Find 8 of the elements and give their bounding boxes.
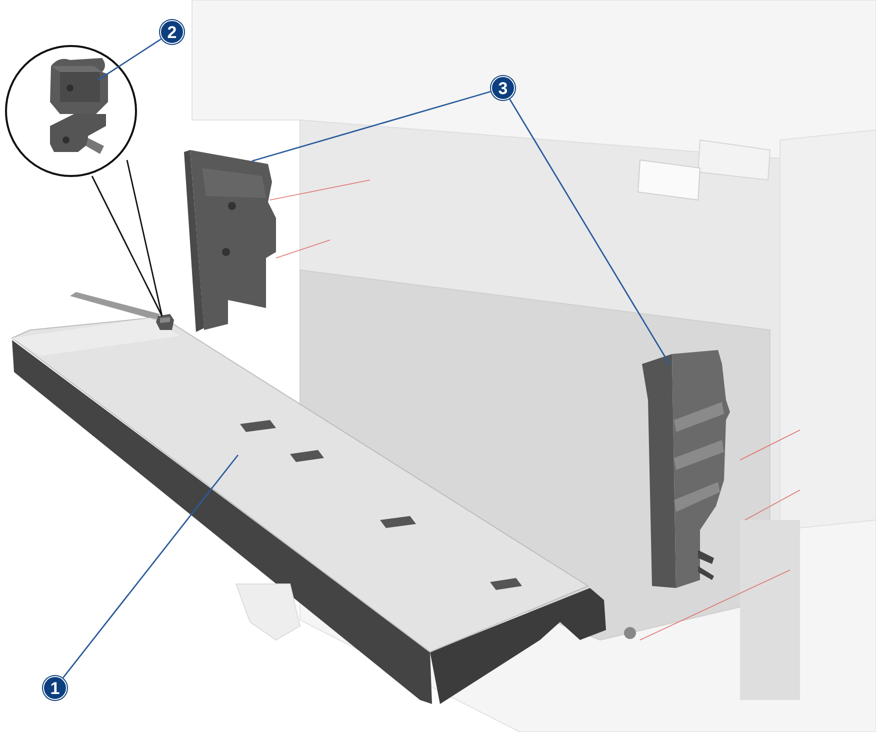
callout-number: 1 [43,676,67,700]
callout-number: 2 [160,20,184,44]
leader-line [98,38,162,81]
leader-line [91,176,163,316]
leader-line [126,160,163,316]
leader-line [509,98,671,366]
leader-line [252,90,491,162]
leader-line [62,454,239,678]
